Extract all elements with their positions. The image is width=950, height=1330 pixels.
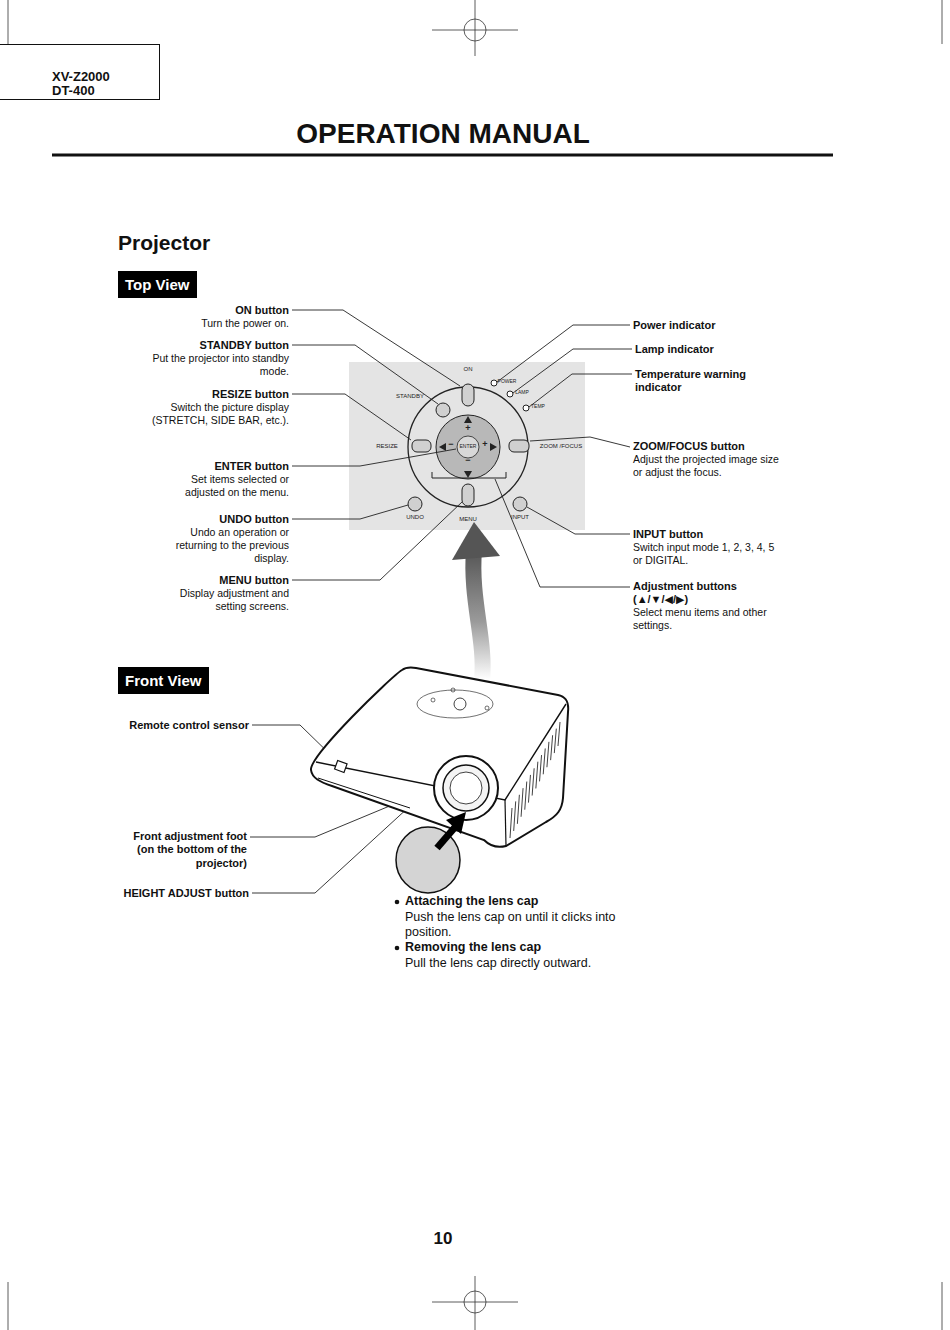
crop-marks	[8, 0, 942, 1330]
part-name: HEIGHT ADJUST button	[49, 887, 249, 900]
attach-arrow	[437, 826, 456, 848]
part-name: Front adjustment foot (on the bottom of …	[117, 830, 247, 870]
part-name: STANDBY button	[119, 339, 289, 352]
bullet	[395, 900, 400, 905]
part-name: MENU button	[119, 574, 289, 587]
note-heading: Attaching the lens cap	[405, 894, 625, 909]
attach-arrow-head	[446, 812, 466, 834]
part-description: Put the projector into standby mode.	[139, 352, 289, 378]
panel-label: TEMP	[518, 404, 558, 409]
model-name: XV-Z2000	[52, 70, 149, 84]
lens-cap	[396, 827, 460, 893]
panel-label: ZOOM /FOCUS	[536, 443, 586, 449]
page-title: OPERATION MANUAL	[143, 117, 743, 151]
panel-label: ENTER	[457, 444, 479, 449]
panel-label: LAMP	[502, 390, 542, 395]
panel-label: POWER	[487, 379, 527, 384]
part-name: ON button	[119, 304, 289, 317]
part-name: RESIZE button	[119, 388, 289, 401]
bullet	[395, 946, 400, 951]
part-name: ENTER button	[119, 460, 289, 473]
panel-symbol: −	[461, 456, 475, 465]
view-title: Top View	[125, 271, 190, 298]
part-name: UNDO button	[119, 513, 289, 526]
model-name: DT-400	[52, 84, 149, 98]
part-name: Temperature warning indicator	[635, 368, 770, 395]
part-description: Undo an operation or returning to the pr…	[157, 526, 289, 564]
panel-label: UNDO	[395, 514, 435, 520]
panel-label: RESIZE	[367, 443, 407, 449]
page-number: 10	[423, 1229, 463, 1250]
leader-lines	[250, 310, 632, 893]
note-text: Pull the lens cap directly outward.	[405, 956, 630, 971]
panel-label: ON	[448, 366, 488, 372]
panel-symbol: +	[479, 440, 491, 449]
part-description: Select menu items and other settings.	[633, 606, 783, 632]
view-arrow-head	[452, 522, 500, 560]
part-description: Set items selected or adjusted on the me…	[167, 473, 289, 499]
part-name: Lamp indicator	[635, 343, 795, 356]
projector-body	[311, 667, 568, 846]
title-rule	[52, 154, 833, 157]
part-name: Power indicator	[633, 319, 793, 332]
view-title: Front View	[125, 667, 202, 694]
part-description: Display adjustment and setting screens.	[161, 587, 289, 613]
panel-label: STANDBY	[385, 393, 435, 399]
part-description: Turn the power on.	[119, 317, 289, 330]
part-name: INPUT button	[633, 528, 803, 541]
part-description: Adjust the projected image size or adjus…	[633, 453, 781, 479]
panel-symbol: −	[445, 440, 457, 449]
model-box: XV-Z2000DT-400	[0, 44, 160, 100]
panel-symbol: +	[461, 424, 475, 433]
control-panel	[349, 362, 585, 530]
panel-label: MENU	[448, 516, 488, 522]
part-name: Remote control sensor	[49, 719, 249, 732]
panel-label: INPUT	[500, 514, 540, 520]
view-band: Front View	[118, 667, 209, 694]
note-heading: Removing the lens cap	[405, 940, 625, 955]
view-band: Top View	[118, 271, 197, 298]
section-heading: Projector	[118, 230, 318, 256]
view-arrow	[473, 550, 482, 680]
note-text: Push the lens cap on until it clicks int…	[405, 910, 627, 941]
part-name: ZOOM/FOCUS button	[633, 440, 803, 453]
part-name: Adjustment buttons (▲/▼/◀/▶)	[633, 580, 751, 607]
part-description: Switch the picture display (STRETCH, SID…	[124, 401, 289, 427]
part-description: Switch input mode 1, 2, 3, 4, 5 or DIGIT…	[633, 541, 785, 567]
